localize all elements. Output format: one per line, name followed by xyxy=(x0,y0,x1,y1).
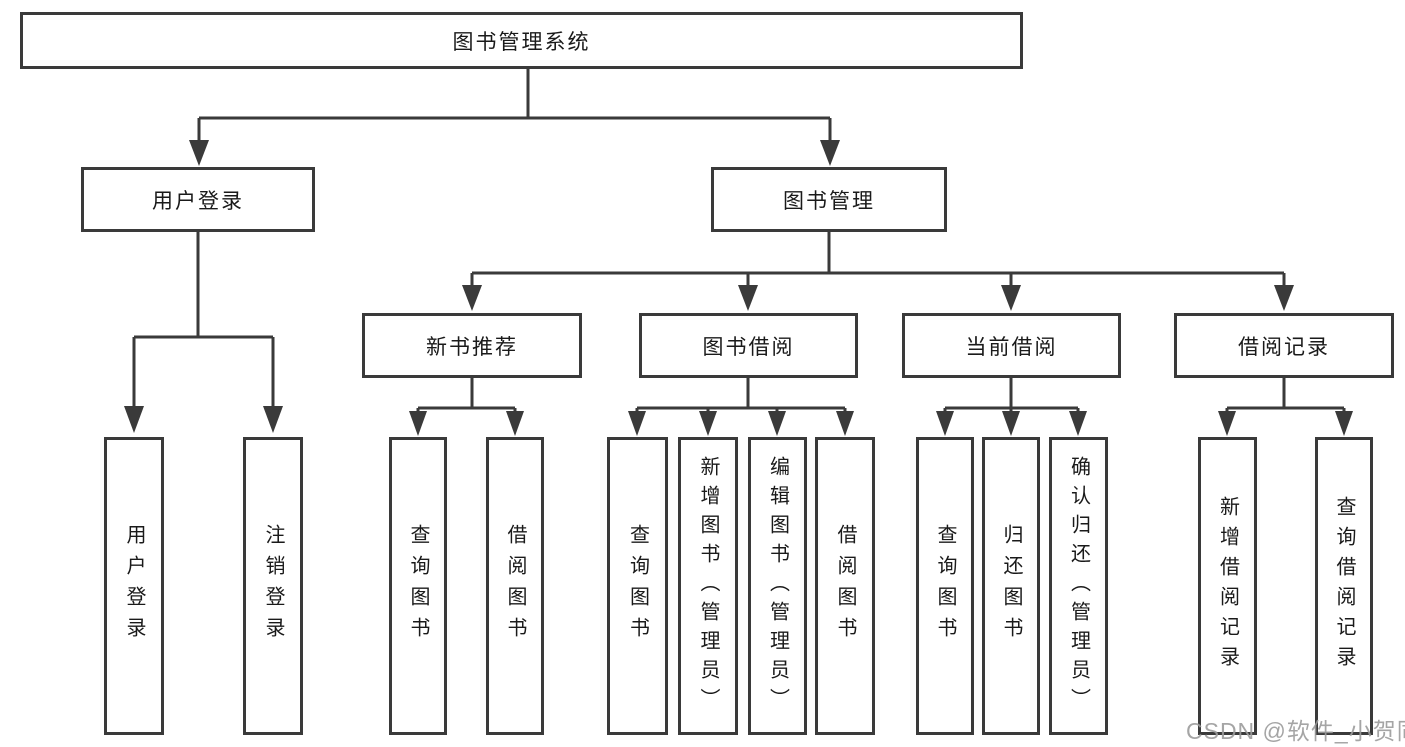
node-book-borrow-label: 图书借阅 xyxy=(702,335,795,359)
arrowhead-icon xyxy=(462,285,482,311)
leaf-bb-add-books: 新增图书（管理员） xyxy=(678,437,738,735)
leaf-logout: 注销登录 xyxy=(243,437,303,735)
leaf-logout-label: 注销登录 xyxy=(262,524,284,648)
arrowhead-icon xyxy=(1002,411,1020,436)
arrowhead-icon xyxy=(699,411,717,436)
connector-user-login-children xyxy=(132,232,275,407)
leaf-nbr-borrow-books: 借阅图书 xyxy=(486,437,544,735)
leaf-bb-query-books: 查询图书 xyxy=(607,437,668,735)
arrowhead-icon xyxy=(768,411,786,436)
arrowhead-icon xyxy=(738,285,758,311)
leaf-bb-edit-books-label: 编辑图书（管理员） xyxy=(766,455,789,717)
arrowhead-icon xyxy=(1335,411,1353,436)
connector-root-to-level2 xyxy=(197,69,832,142)
connector-current-borrow-children xyxy=(943,378,1080,413)
node-book-borrow: 图书借阅 xyxy=(639,313,858,378)
leaf-br-add-record-label: 新增借阅记录 xyxy=(1216,496,1239,676)
node-borrow-record: 借阅记录 xyxy=(1174,313,1394,378)
leaf-cb-return-books: 归还图书 xyxy=(982,437,1040,735)
node-user-login: 用户登录 xyxy=(81,167,315,232)
arrowhead-icon xyxy=(1069,411,1087,436)
connector-new-book-rec-children xyxy=(416,378,517,413)
leaf-bb-add-books-label: 新增图书（管理员） xyxy=(697,455,719,717)
node-current-borrow-label: 当前借阅 xyxy=(965,335,1058,359)
leaf-cb-query-books-label: 查询图书 xyxy=(934,524,956,648)
arrowhead-icon xyxy=(820,140,840,166)
leaf-cb-query-books: 查询图书 xyxy=(916,437,974,735)
node-current-borrow: 当前借阅 xyxy=(902,313,1121,378)
node-user-login-label: 用户登录 xyxy=(152,189,244,213)
connector-book-borrow-children xyxy=(635,378,847,413)
arrowhead-icon xyxy=(836,411,854,436)
arrowhead-icon xyxy=(124,406,144,433)
node-borrow-record-label: 借阅记录 xyxy=(1238,335,1330,359)
node-new-book-rec: 新书推荐 xyxy=(362,313,582,378)
leaf-cb-confirm-return-label: 确认归还（管理员） xyxy=(1067,455,1090,717)
leaf-br-query-record-label: 查询借阅记录 xyxy=(1333,496,1355,676)
leaf-user-login: 用户登录 xyxy=(104,437,164,735)
leaf-nbr-query-books-label: 查询图书 xyxy=(407,524,429,648)
node-book-mgmt: 图书管理 xyxy=(711,167,947,232)
leaf-user-login-label: 用户登录 xyxy=(123,524,145,648)
node-book-mgmt-label: 图书管理 xyxy=(783,189,875,213)
arrowhead-icon xyxy=(1274,285,1294,311)
leaf-bb-borrow-books: 借阅图书 xyxy=(815,437,875,735)
leaf-nbr-query-books: 查询图书 xyxy=(389,437,447,735)
arrowhead-icon xyxy=(506,411,524,436)
node-root: 图书管理系统 xyxy=(20,12,1023,69)
leaf-bb-edit-books: 编辑图书（管理员） xyxy=(748,437,807,735)
watermark-text: CSDN @软件_小贺同学 xyxy=(1186,718,1405,744)
leaf-nbr-borrow-books-label: 借阅图书 xyxy=(504,524,526,648)
arrowhead-icon xyxy=(1001,285,1021,311)
arrowhead-icon xyxy=(409,411,427,436)
arrowhead-icon xyxy=(189,140,209,166)
node-root-label: 图书管理系统 xyxy=(452,30,591,54)
leaf-bb-borrow-books-label: 借阅图书 xyxy=(834,524,856,648)
arrowhead-icon xyxy=(628,411,646,436)
leaf-cb-confirm-return: 确认归还（管理员） xyxy=(1049,437,1108,735)
connector-book-mgmt-children xyxy=(470,232,1286,287)
leaf-br-query-record: 查询借阅记录 xyxy=(1315,437,1373,735)
arrowhead-icon xyxy=(263,406,283,433)
leaf-cb-return-books-label: 归还图书 xyxy=(1000,524,1022,648)
leaf-br-add-record: 新增借阅记录 xyxy=(1198,437,1257,735)
connector-borrow-record-children xyxy=(1225,378,1346,413)
leaf-bb-query-books-label: 查询图书 xyxy=(626,524,649,648)
node-new-book-rec-label: 新书推荐 xyxy=(426,335,518,359)
arrowhead-icon xyxy=(936,411,954,436)
arrowheads xyxy=(124,140,1353,436)
arrowhead-icon xyxy=(1218,411,1236,436)
